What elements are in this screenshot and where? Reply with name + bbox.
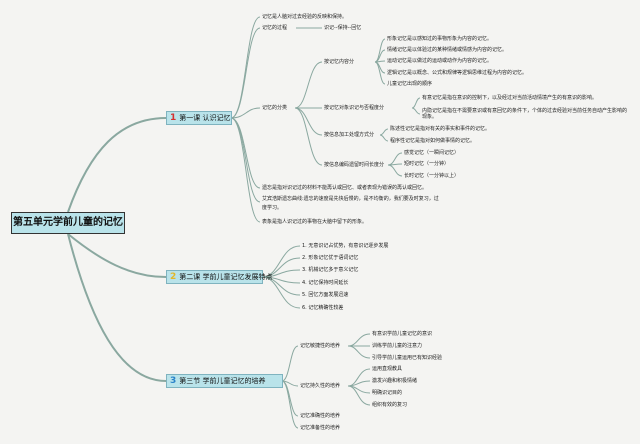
lesson1-number: 1 <box>170 113 177 123</box>
lesson3-title: 第三节 学前儿童记忆的培养 <box>179 377 266 385</box>
lesson2-item: 2. 形象记忆优于语词记忆 <box>302 255 359 261</box>
readiness-cultivation: 记忆准备性的培养 <box>300 425 341 431</box>
lesson2-title: 第二课 学前儿童记忆发展特点 <box>179 273 273 281</box>
agility-item: 训练学前儿童的注意力 <box>372 343 423 349</box>
content-item: 儿童记忆出现的顺序 <box>387 81 433 87</box>
purpose-item: 内隐记忆是指在不需要意识或有意回忆的条件下，个体的过去经验对当前任务自动产生影响… <box>422 108 628 120</box>
memory-classification: 记忆的分类 <box>262 105 288 111</box>
representation-definition: 表象是指人识记过的事物在大脑中留下的形象。 <box>262 219 368 225</box>
content-item: 逻辑记忆是以概念、公式和规律等逻辑思维过程为内容的记忆。 <box>387 70 528 76</box>
lesson2-number: 2 <box>170 272 177 282</box>
processing-item: 程序性记忆是指对如何做事情的记忆。 <box>390 138 476 144</box>
lesson2-item: 1. 无意识记占优势，有意识记逐步发展 <box>302 243 389 249</box>
by-purpose: 按记忆对象识记与否程度分 <box>324 105 385 111</box>
lesson2-item: 6. 记忆精确性较差 <box>302 305 344 311</box>
persistence-item: 明确识记目的 <box>372 390 403 396</box>
persistence-cultivation: 记忆持久性的培养 <box>300 383 341 389</box>
ebbinghaus-curve-cont: 度学习。 <box>262 205 283 211</box>
agility-item: 引导学前儿童运用已有知识经验 <box>372 355 443 361</box>
memory-process: 记忆的过程 <box>262 25 288 31</box>
accuracy-cultivation: 记忆准确性的培养 <box>300 413 341 419</box>
persistence-item: 运用直观教具 <box>372 366 403 372</box>
by-processing: 按信息加工处理方式分 <box>324 132 375 138</box>
ebbinghaus-curve: 艾宾浩斯遗忘曲线:遗忘的速度是先快后慢的，是不均衡的，我们要及时复习，过 <box>262 196 439 202</box>
persistence-item: 激发兴趣和积极情绪 <box>372 378 418 384</box>
root-topic[interactable]: 第五单元学前儿童的记忆 <box>11 212 125 234</box>
duration-item: 短时记忆（一分钟） <box>404 161 450 167</box>
forgetting-definition: 遗忘是指对识记过的材料不能再认或回忆、或者表现为错误的再认或回忆。 <box>262 185 428 191</box>
content-item: 形象记忆是以感知过的事物形象为内容的记忆。 <box>387 36 493 42</box>
purpose-item: 有意记忆是指在意识的控制下，以及经过对当前活动情境产生的有意识的影响。 <box>422 95 598 101</box>
lesson2-item: 5. 回忆方面发展迅速 <box>302 292 349 298</box>
memory-definition: 记忆是人脑对过去经验的反映和保持。 <box>262 14 348 20</box>
content-item: 情绪记忆是以体验过的某种情绪或情感为内容的记忆。 <box>387 47 508 53</box>
memory-process-detail: 识记--保持--回忆 <box>324 25 362 31</box>
lesson3-number: 3 <box>170 376 177 386</box>
by-content: 按记忆内容分 <box>324 59 355 65</box>
persistence-item: 组织有效的复习 <box>372 402 408 408</box>
duration-item: 长时记忆（一分钟以上） <box>404 173 460 179</box>
lesson1-title: 第一课 认识记忆 <box>179 114 231 122</box>
lesson2-item: 4. 记忆保持时间延长 <box>302 280 349 286</box>
agility-cultivation: 记忆敏捷性的培养 <box>300 343 341 349</box>
by-duration: 按信息编码遗留时间长度分 <box>324 162 385 168</box>
duration-item: 感觉记忆（一瞬间记忆） <box>404 150 460 156</box>
processing-item: 陈述性记忆是指对有关的事实和事件的记忆。 <box>390 126 491 132</box>
content-item: 运动记忆是以做过的运动或动作为内容的记忆。 <box>387 58 493 64</box>
lesson2-item: 3. 机械记忆多于意义记忆 <box>302 267 359 273</box>
agility-item: 有意识学前儿童记忆的意识 <box>372 331 433 337</box>
